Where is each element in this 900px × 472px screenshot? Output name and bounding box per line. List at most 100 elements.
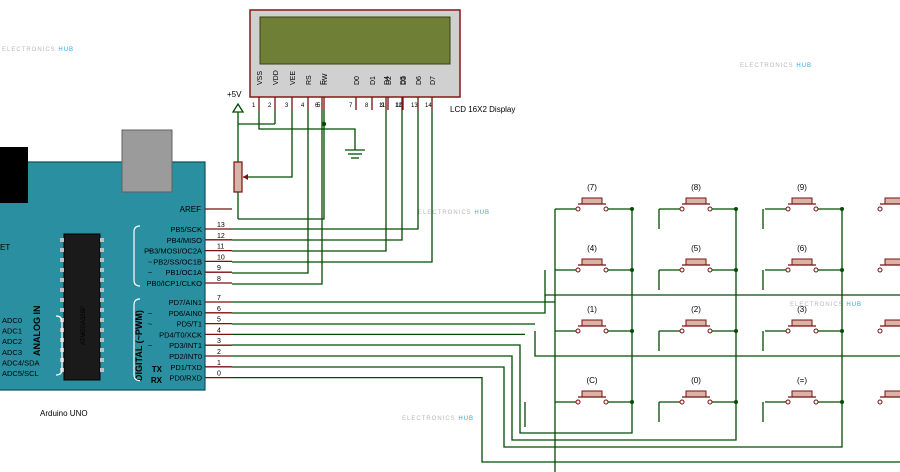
chip-leg xyxy=(60,258,64,262)
key-terminal xyxy=(575,399,581,405)
arduino-pin-label: PB4/MISO xyxy=(167,236,203,245)
key-terminal xyxy=(785,328,791,334)
chip-leg xyxy=(100,258,104,262)
vcc-label: +5V xyxy=(227,90,242,99)
analog-pin-label: ADC3 xyxy=(2,348,22,357)
chip-leg xyxy=(100,368,104,372)
analog-pin-label: ADC0 xyxy=(2,316,22,325)
key-label: (4) xyxy=(587,244,597,253)
pwm-tilde: ~ xyxy=(148,249,152,256)
analog-pin-label: ADC5/SCL xyxy=(2,369,39,378)
watermark-4: ELECTRONICS HUB xyxy=(790,302,862,308)
arduino-pin-number: 12 xyxy=(217,233,225,240)
chip-leg xyxy=(100,298,104,302)
lcd-pin-d4-number: 11 xyxy=(379,103,386,109)
watermark-1: ELECTRONICS HUB xyxy=(2,47,74,53)
rx-label: RX xyxy=(151,376,163,385)
chip-leg xyxy=(100,238,104,242)
arduino-pin-label: PD4/T0/XCK xyxy=(159,330,202,339)
key-terminal xyxy=(707,328,713,334)
lcd-pin-d7-number: 14 xyxy=(425,103,432,109)
key-label: (C) xyxy=(586,376,597,385)
arduino-pin-number: 13 xyxy=(217,222,225,229)
chip-leg xyxy=(100,278,104,282)
chip-leg xyxy=(60,238,64,242)
key-button xyxy=(581,258,603,266)
lcd-pin-d5-number: 12 xyxy=(395,103,402,109)
key-terminal xyxy=(785,399,791,405)
arduino-pin-number: 6 xyxy=(217,306,221,313)
arduino-pin-label: PD2/INT0 xyxy=(169,352,202,361)
lcd-pin-d5-label: D5 xyxy=(400,76,407,85)
key-label: (3) xyxy=(797,305,807,314)
key-terminal xyxy=(679,399,685,405)
chip-leg xyxy=(100,248,104,252)
header-bracket xyxy=(133,298,141,382)
ground-wire xyxy=(258,124,356,150)
lcd-display: LCD 16X2 Display xyxy=(249,9,515,114)
chip-label: ATMEGA328P xyxy=(81,306,87,345)
lcd-label: LCD 16X2 Display xyxy=(450,105,515,114)
arduino-pin-number: 7 xyxy=(217,295,221,302)
wire-d13-d6 xyxy=(232,110,419,230)
pwm-tilde: ~ xyxy=(148,343,152,350)
key-button xyxy=(791,197,813,205)
lcd-pin-vee-label: VEE xyxy=(290,71,297,85)
junction-dot xyxy=(321,121,327,127)
key-terminal xyxy=(575,267,581,273)
lcd-pin-e-number: 6 xyxy=(315,103,319,109)
key-terminal xyxy=(813,328,819,334)
key-button xyxy=(581,197,603,205)
chip-leg xyxy=(60,308,64,312)
reset-label: ET xyxy=(0,243,10,252)
lcd-pin-vdd-number: 2 xyxy=(268,103,272,109)
key-button-partial xyxy=(884,390,900,398)
key-button-partial xyxy=(884,258,900,266)
arduino-pin-label: PB5/SCK xyxy=(170,225,202,234)
lcd-data-wires xyxy=(232,110,433,285)
wire-d1 xyxy=(232,366,843,448)
arduino-pin-number: 2 xyxy=(217,349,221,356)
lcd-pin-d6-label: D6 xyxy=(416,76,423,85)
key-terminal xyxy=(813,267,819,273)
lcd-pin-d3-label: D3 xyxy=(401,76,408,85)
wire-d10-d7 xyxy=(232,110,433,263)
lcd-pin-d1-label: D1 xyxy=(370,76,377,85)
lcd-pin-e-label: E xyxy=(320,80,327,85)
analog-title: ANALOG IN xyxy=(32,306,42,357)
key-label: (2) xyxy=(691,305,701,314)
key-button-partial xyxy=(884,319,900,327)
analog-pin-label: ADC2 xyxy=(2,337,22,346)
header-bracket xyxy=(133,225,141,287)
key-terminal xyxy=(707,206,713,212)
wire-d6 xyxy=(232,295,546,314)
lcd-pin-vdd-label: VDD xyxy=(273,70,280,85)
key-terminal xyxy=(679,267,685,273)
arduino-board: ET ATMEGA328P DIGITAL (~PWM) ANALOG IN A… xyxy=(0,129,232,418)
key-label: (9) xyxy=(797,183,807,192)
arduino-pin-number: 0 xyxy=(217,371,221,378)
lcd-pin-rs-number: 4 xyxy=(301,103,305,109)
key-button xyxy=(791,319,813,327)
chip-leg xyxy=(100,358,104,362)
key-label: (6) xyxy=(797,244,807,253)
arduino-pin-label: PD1/TXD xyxy=(170,363,202,372)
arduino-pin-label: PB0/ICP1/CLKO xyxy=(147,279,203,288)
chip-leg xyxy=(60,298,64,302)
key-terminal xyxy=(575,328,581,334)
key-terminal xyxy=(707,399,713,405)
arduino-pin-label: PB1/OC1A xyxy=(165,268,202,277)
vee-wire xyxy=(248,110,293,178)
key-button xyxy=(685,258,707,266)
chip-leg xyxy=(100,288,104,292)
lcd-pin-d0-number: 7 xyxy=(349,103,353,109)
wire-d12-d5 xyxy=(232,110,403,241)
row-line-2 xyxy=(544,270,900,296)
lcd-pin-d4-label: D4 xyxy=(384,76,391,85)
watermark-3: ELECTRONICS HUB xyxy=(418,210,490,216)
key-terminal xyxy=(707,267,713,273)
wire-d0 xyxy=(232,376,900,463)
key-button xyxy=(791,390,813,398)
pwm-tilde: ~ xyxy=(148,311,152,318)
